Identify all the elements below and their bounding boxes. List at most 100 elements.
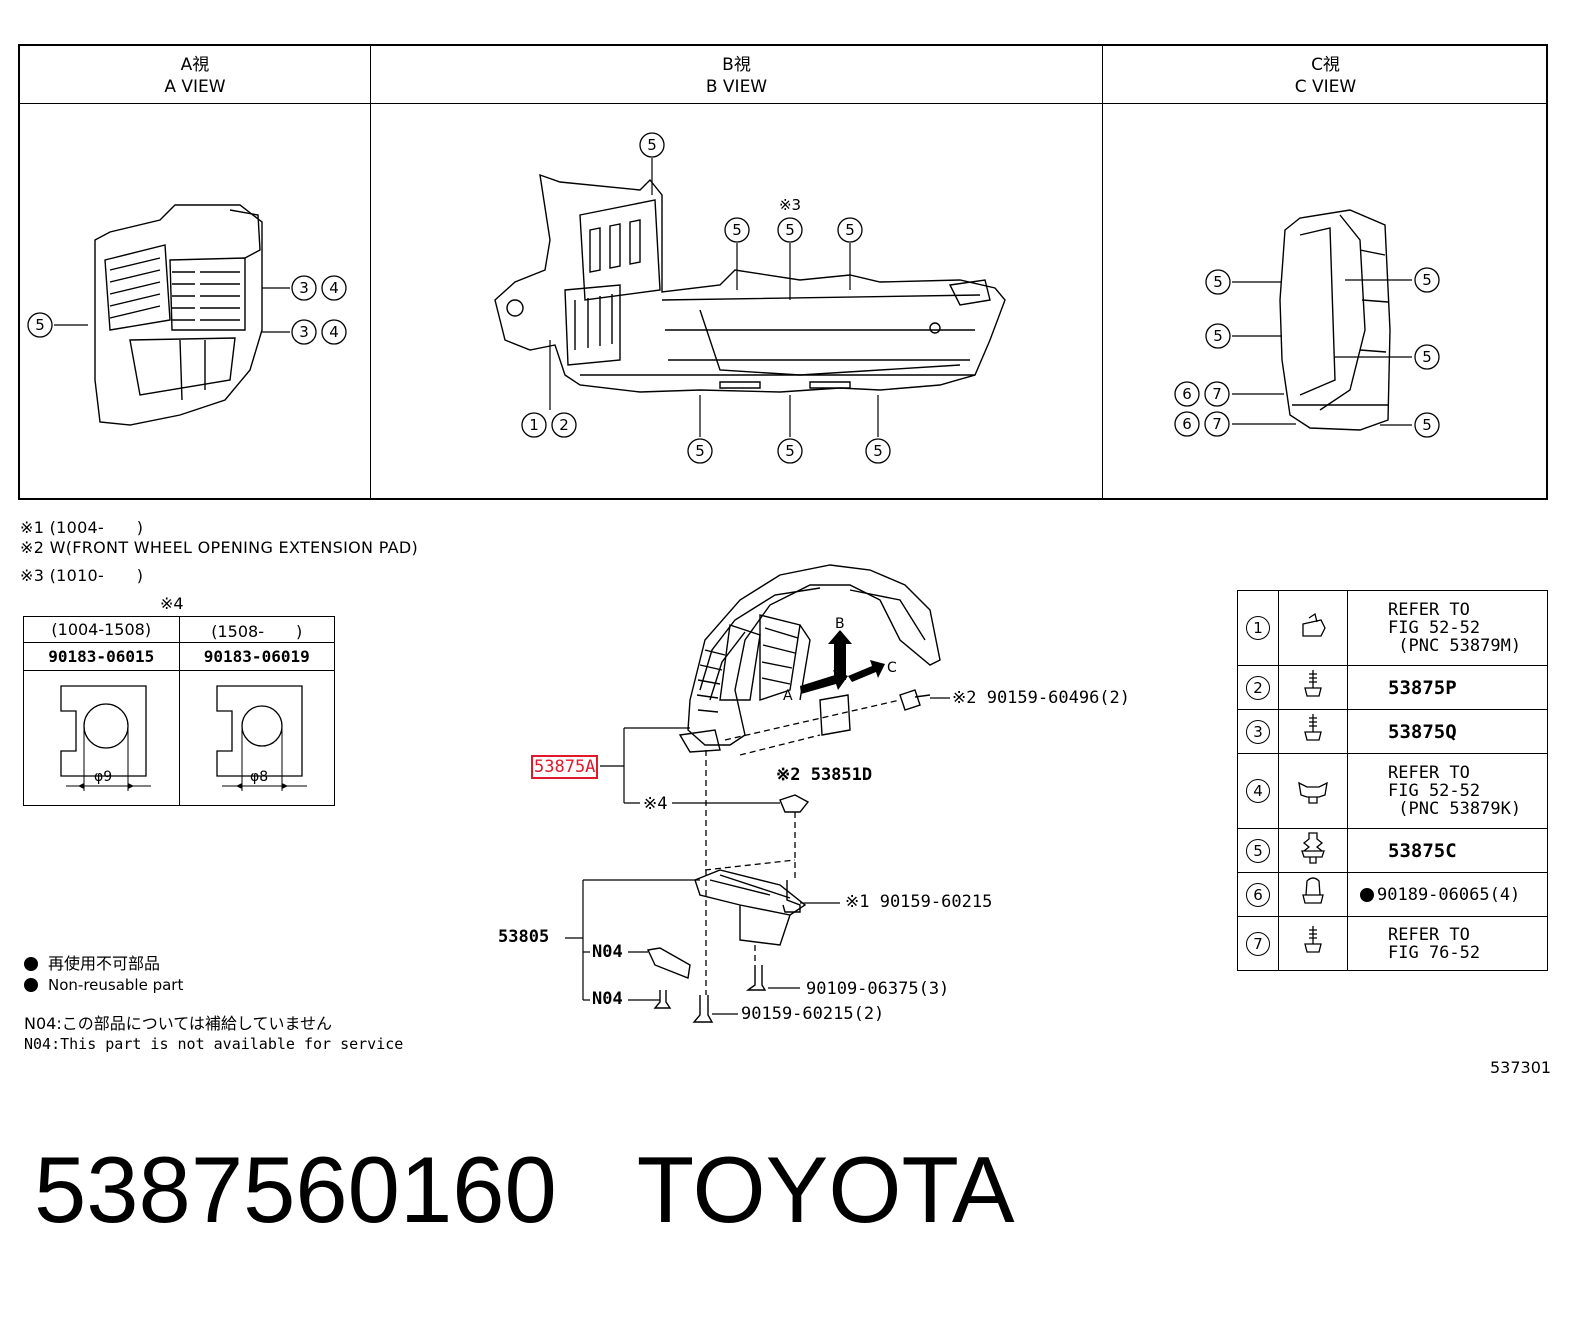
divider [370, 46, 371, 498]
bolt-label: ※2 90159-60496(2) [952, 688, 1131, 708]
clip-nut-drawing [779, 794, 810, 813]
highlighted-part-53875a[interactable]: 53875A [531, 755, 599, 779]
arrow-b-label: B [835, 616, 845, 632]
main-liner-drawing [678, 564, 941, 753]
screw-icon [1278, 665, 1348, 710]
svg-text:5: 5 [873, 442, 883, 460]
hole-diagram: φ9 [60, 685, 152, 791]
legend-row: 6 90189-06065(4) [1237, 872, 1548, 917]
callout: 5 [1205, 323, 1231, 349]
legend-number: 6 [1237, 872, 1279, 917]
bolt-drawing [782, 880, 801, 913]
callout: 5 [639, 132, 665, 158]
svg-text:5: 5 [35, 316, 45, 334]
callout: 5 [777, 438, 803, 464]
callout: 5 [1414, 344, 1440, 370]
n04-note-jp: N04:この部品については補給していません [24, 1014, 332, 1033]
part-number-cell: 90183-06019 [178, 642, 335, 671]
view-a-liner-drawing [94, 204, 263, 426]
legend-number: 5 [1237, 828, 1279, 873]
bolt-drawing [653, 990, 672, 1009]
view-b-header: B視 B VIEW [371, 46, 1102, 104]
svg-text:3: 3 [299, 279, 309, 297]
callout: 6 [1174, 381, 1200, 407]
svg-text:6: 6 [1182, 385, 1192, 403]
view-a-jp: A視 [180, 55, 210, 75]
bolt-drawing [745, 965, 767, 991]
bracket-53805-drawing [694, 869, 807, 946]
svg-text:5: 5 [1422, 416, 1432, 434]
non-reusable-en: Non-reusable part [24, 976, 183, 994]
hole-diagram-cell: φ9 [23, 670, 180, 806]
push-clip-icon [1278, 828, 1348, 873]
callout: 6 [1174, 411, 1200, 437]
callout: 5 [1205, 269, 1231, 295]
callout: 5 [1414, 267, 1440, 293]
svg-text:7: 7 [1212, 385, 1222, 403]
callout: 3 [291, 319, 317, 345]
non-reusable-dot-icon [1360, 887, 1374, 902]
view-b-en: B VIEW [705, 77, 768, 97]
footer-title: 5387560160 TOYOTA [34, 1135, 1015, 1245]
callout: 5 [837, 217, 863, 243]
callout: 1 [521, 412, 547, 438]
callout: 2 [551, 412, 577, 438]
callout: 5 [27, 312, 53, 338]
svg-text:3: 3 [299, 323, 309, 341]
bolt-label: ※1 90159-60215 [845, 892, 993, 912]
callout: 5 [724, 217, 750, 243]
screw-icon [1278, 916, 1348, 971]
legend-number: 1 [1237, 590, 1279, 666]
bolt-drawing [899, 689, 931, 711]
svg-text:5: 5 [1213, 273, 1223, 291]
legend-number: 7 [1237, 916, 1279, 971]
view-arrows [800, 630, 885, 694]
legend-row: 5 53875C [1237, 828, 1548, 873]
diameter-label: φ9 [94, 769, 112, 785]
view-b-liner-drawing [494, 173, 1006, 393]
legend-text: 53875Q [1347, 709, 1548, 754]
note-3: ※3 (1010- ) [20, 566, 144, 585]
callout: 3 [291, 275, 317, 301]
footer-brand: TOYOTA [636, 1137, 1015, 1242]
part-number-cell: 90183-06015 [23, 642, 180, 671]
footer-part-number: 5387560160 [34, 1137, 557, 1242]
svg-text:1: 1 [529, 416, 539, 434]
bolt-label: 90159-60215(2) [741, 1004, 885, 1024]
note-1: ※1 (1004- ) [20, 518, 144, 537]
view-a-en: A VIEW [164, 77, 226, 97]
hole-diagram: φ8 [216, 685, 307, 791]
legend-number: 4 [1237, 753, 1279, 829]
hole-table-title: ※4 [160, 594, 184, 613]
view-c-liner-drawing [1279, 209, 1391, 431]
svg-text:4: 4 [329, 323, 339, 341]
period-cell: (1508- ) [178, 616, 335, 643]
view-a-header: A視 A VIEW [20, 46, 370, 104]
non-reusable-jp: 再使用不可部品 [24, 950, 160, 974]
bolt-drawing [692, 995, 714, 1023]
legend-text: 53875C [1347, 828, 1548, 873]
callout: 5 [777, 217, 803, 243]
part-53805-label: 53805 [498, 927, 550, 947]
legend-number: 3 [1237, 709, 1279, 754]
pad-drawing [819, 694, 851, 736]
svg-text:5: 5 [732, 221, 742, 239]
n04-label: N04 [592, 989, 623, 1009]
note-2: ※2 W(FRONT WHEEL OPENING EXTENSION PAD) [20, 538, 419, 557]
pad-label: ※2 53851D [776, 765, 873, 785]
svg-text:7: 7 [1212, 415, 1222, 433]
arrow-a-label: A [783, 688, 793, 704]
legend-number: 2 [1237, 665, 1279, 710]
hole-size-table: (1004-1508) (1508- ) 90183-06015 90183-0… [23, 616, 335, 806]
svg-text:2: 2 [559, 416, 569, 434]
view-b-jp: B視 [722, 55, 751, 75]
svg-text:5: 5 [1213, 327, 1223, 345]
callout: 4 [321, 275, 347, 301]
